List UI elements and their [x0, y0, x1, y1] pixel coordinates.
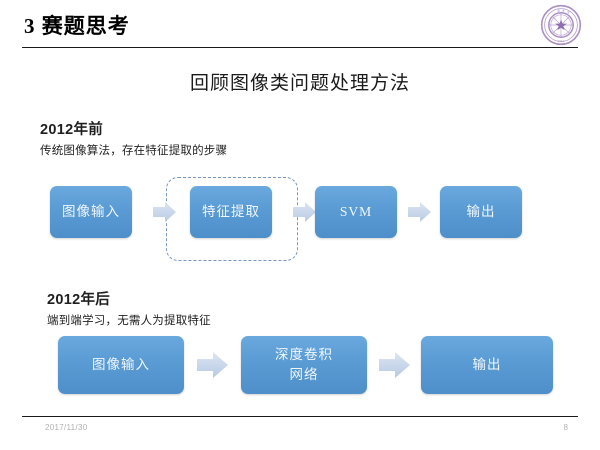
section-year-after: 2012年后: [47, 292, 111, 308]
header-divider: [22, 47, 578, 48]
section-description-before: 传统图像算法，存在特征提取的步骤: [40, 145, 228, 157]
svg-text:1911: 1911: [558, 40, 565, 43]
flow-arrow-icon-3: [407, 200, 433, 229]
flow-arrow-icon-4: [196, 350, 230, 385]
flow-step-output-row2[interactable]: 输出: [421, 336, 553, 394]
section-header-before-2012: 2012年前 传统图像算法，存在特征提取的步骤: [40, 118, 227, 158]
section-year-before: 2012年前: [40, 122, 104, 138]
university-seal-logo: 清 大 学 1911: [540, 4, 582, 46]
svg-text:清: 清: [557, 8, 560, 12]
section-header-after-2012: 2012年后 端到端学习，无需人为提取特征: [47, 288, 211, 328]
flow-arrow-icon-1: [152, 200, 178, 229]
flow-step-feature-extraction-row1[interactable]: 特征提取: [190, 186, 272, 238]
svg-text:学: 学: [567, 10, 570, 14]
flow-step-image-input-row2[interactable]: 图像输入: [58, 336, 184, 394]
footer-divider: [22, 416, 578, 417]
footer-page-number: 8: [563, 423, 568, 432]
svg-text:大: 大: [562, 8, 565, 12]
subtitle: 回顾图像类问题处理方法: [189, 73, 410, 94]
flow-step-deep-conv-network-row2[interactable]: 深度卷积 网络: [241, 336, 367, 394]
flow-arrow-icon-5: [378, 350, 412, 385]
flow-step-image-input-row1[interactable]: 图像输入: [50, 186, 132, 238]
footer-date: 2017/11/30: [45, 423, 88, 432]
section-description-after: 端到端学习，无需人为提取特征: [47, 315, 211, 327]
flow-step-output-row1[interactable]: 输出: [440, 186, 522, 238]
flow-step-svm-row1[interactable]: SVM: [315, 186, 397, 238]
page-title: 3 赛题思考: [24, 14, 130, 38]
flow-arrow-icon-2: [292, 200, 318, 229]
